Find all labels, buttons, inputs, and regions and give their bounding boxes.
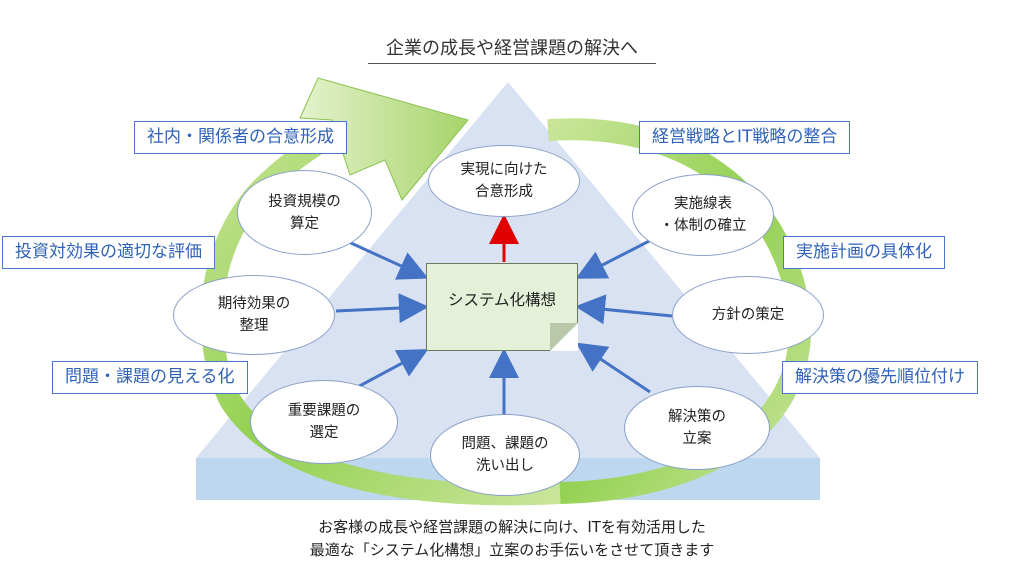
node-issues: 問題、課題の 洗い出し <box>430 414 580 496</box>
cycle-arrow-head <box>299 77 469 201</box>
arrow-investment <box>339 236 429 280</box>
center-label: システム化構想 <box>447 291 557 309</box>
arrow-schedule <box>575 236 656 279</box>
folded-corner <box>550 323 578 351</box>
node-effect: 期待効果の 整理 <box>173 275 335 355</box>
tag-cost-effect: 投資対効果の適切な評価 <box>2 236 215 269</box>
arrow-solution <box>576 342 651 394</box>
tag-visualize: 問題・課題の見える化 <box>52 361 248 394</box>
arrow-effect <box>335 293 429 324</box>
tag-priority: 解決策の優先順位付け <box>782 361 978 394</box>
arrow-important <box>351 349 429 392</box>
footer-line-1: お客様の成長や経営課題の解決に向け、ITを有効活用した <box>318 518 706 536</box>
cycle-ring-left <box>200 105 561 506</box>
node-investment: 投資規模の 算定 <box>237 170 372 255</box>
arrow-policy <box>575 294 673 325</box>
node-realize: 実現に向けた 合意形成 <box>428 145 580 217</box>
diagram-title: 企業の成長や経営課題の解決へ <box>250 34 774 64</box>
tag-consensus: 社内・関係者の合意形成 <box>134 121 347 154</box>
tag-plan: 実施計画の具体化 <box>783 236 945 269</box>
node-policy: 方針の策定 <box>672 276 824 354</box>
tag-strategy: 経営戦略とIT戦略の整合 <box>639 121 851 154</box>
node-important: 重要課題の 選定 <box>250 380 398 464</box>
center-system-concept: システム化構想 <box>426 263 578 351</box>
node-solution: 解決策の 立案 <box>624 386 770 470</box>
node-schedule: 実施線表 ・体制の確立 <box>632 174 774 256</box>
footer-line-2: 最適な「システム化構想」立案のお手伝いをさせて頂きます <box>309 541 715 559</box>
